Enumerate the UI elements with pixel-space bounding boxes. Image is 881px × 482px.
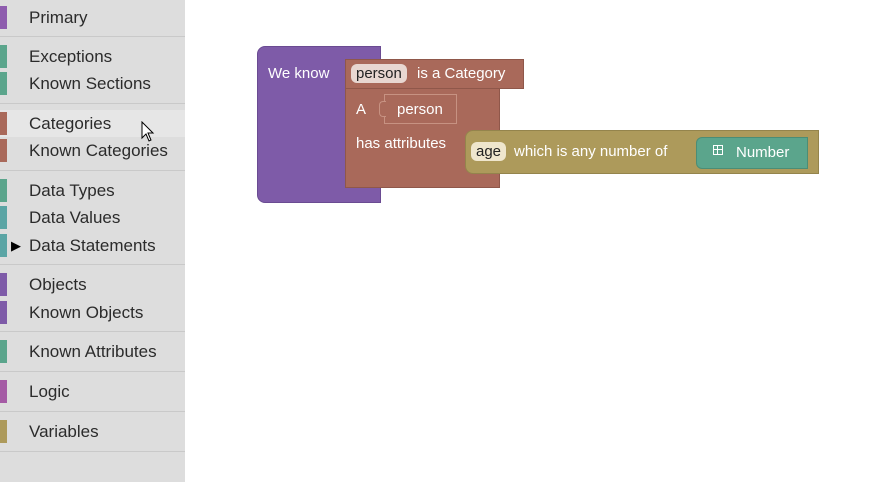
- number-type-label: Number: [736, 144, 790, 161]
- category-color-stripe: [0, 380, 7, 403]
- category-color-stripe: [0, 234, 7, 257]
- toolbox-item-label: Known Objects: [29, 303, 144, 322]
- category-color-stripe: [0, 273, 7, 296]
- toolbox-item-known-sections[interactable]: Known Sections: [0, 70, 185, 97]
- separator: [0, 411, 185, 412]
- category-color-stripe: [0, 6, 7, 29]
- toolbox-item-label: Known Attributes: [29, 342, 157, 361]
- attribute-desc-label: which is any number of: [514, 143, 668, 160]
- socket-notch: [379, 101, 386, 117]
- separator: [0, 103, 185, 104]
- is-a-category-label: is a Category: [417, 65, 506, 82]
- toolbox-item-data-statements[interactable]: ▶ Data Statements: [0, 232, 185, 259]
- toolbox-item-known-categories[interactable]: Known Categories: [0, 137, 185, 164]
- toolbox-item-label: Known Sections: [29, 74, 151, 93]
- we-know-label: We know: [268, 65, 330, 82]
- workspace[interactable]: We know person is a Category A person ha…: [185, 0, 881, 482]
- toolbox-item-known-attributes[interactable]: Known Attributes: [0, 338, 185, 365]
- toolbox-item-label: Categories: [29, 114, 112, 133]
- category-color-stripe: [0, 45, 7, 68]
- a-input-socket[interactable]: [379, 94, 457, 124]
- attribute-name-field[interactable]: age: [471, 142, 507, 161]
- toolbox-item-data-values[interactable]: Data Values: [0, 204, 185, 231]
- category-color-stripe: [0, 112, 7, 135]
- toolbox-item-label: Logic: [29, 382, 70, 401]
- toolbox-item-label: Data Types: [29, 181, 115, 200]
- toolbox-item-variables[interactable]: Variables: [0, 418, 185, 445]
- mouse-cursor-icon: [141, 121, 155, 142]
- toolbox-item-logic[interactable]: Logic: [0, 378, 185, 405]
- toolbox-item-label: Data Statements: [29, 236, 156, 255]
- toolbox-item-label: Variables: [29, 422, 99, 441]
- category-color-stripe: [0, 206, 7, 229]
- separator: [0, 36, 185, 37]
- toolbox-item-categories[interactable]: Categories: [0, 110, 185, 137]
- expand-arrow-icon[interactable]: ▶: [11, 238, 21, 253]
- toolbox-item-objects[interactable]: Objects: [0, 271, 185, 298]
- category-color-stripe: [0, 179, 7, 202]
- toolbox-item-data-types[interactable]: Data Types: [0, 177, 185, 204]
- separator: [0, 451, 185, 452]
- category-color-stripe: [0, 340, 7, 363]
- toolbox-item-label: Objects: [29, 275, 87, 294]
- category-color-stripe: [0, 72, 7, 95]
- toolbox: Primary Exceptions Known Sections Catego…: [0, 0, 185, 482]
- toolbox-item-label: Primary: [29, 8, 88, 27]
- separator: [0, 371, 185, 372]
- a-label: A: [356, 101, 367, 118]
- has-attributes-label: has attributes: [356, 135, 447, 152]
- category-color-stripe: [0, 420, 7, 443]
- toolbox-item-known-objects[interactable]: Known Objects: [0, 299, 185, 326]
- number-type-block[interactable]: Number: [696, 137, 808, 169]
- separator: [0, 331, 185, 332]
- number-type-icon: [713, 145, 723, 155]
- toolbox-item-label: Data Values: [29, 208, 121, 227]
- a-field-value[interactable]: person: [397, 101, 443, 118]
- category-color-stripe: [0, 139, 7, 162]
- toolbox-item-label: Exceptions: [29, 47, 113, 66]
- category-name-field[interactable]: person: [351, 64, 407, 83]
- separator: [0, 170, 185, 171]
- toolbox-item-label: Known Categories: [29, 141, 168, 160]
- category-color-stripe: [0, 301, 7, 324]
- separator: [0, 264, 185, 265]
- toolbox-item-primary[interactable]: Primary: [0, 4, 185, 31]
- toolbox-item-exceptions[interactable]: Exceptions: [0, 43, 185, 70]
